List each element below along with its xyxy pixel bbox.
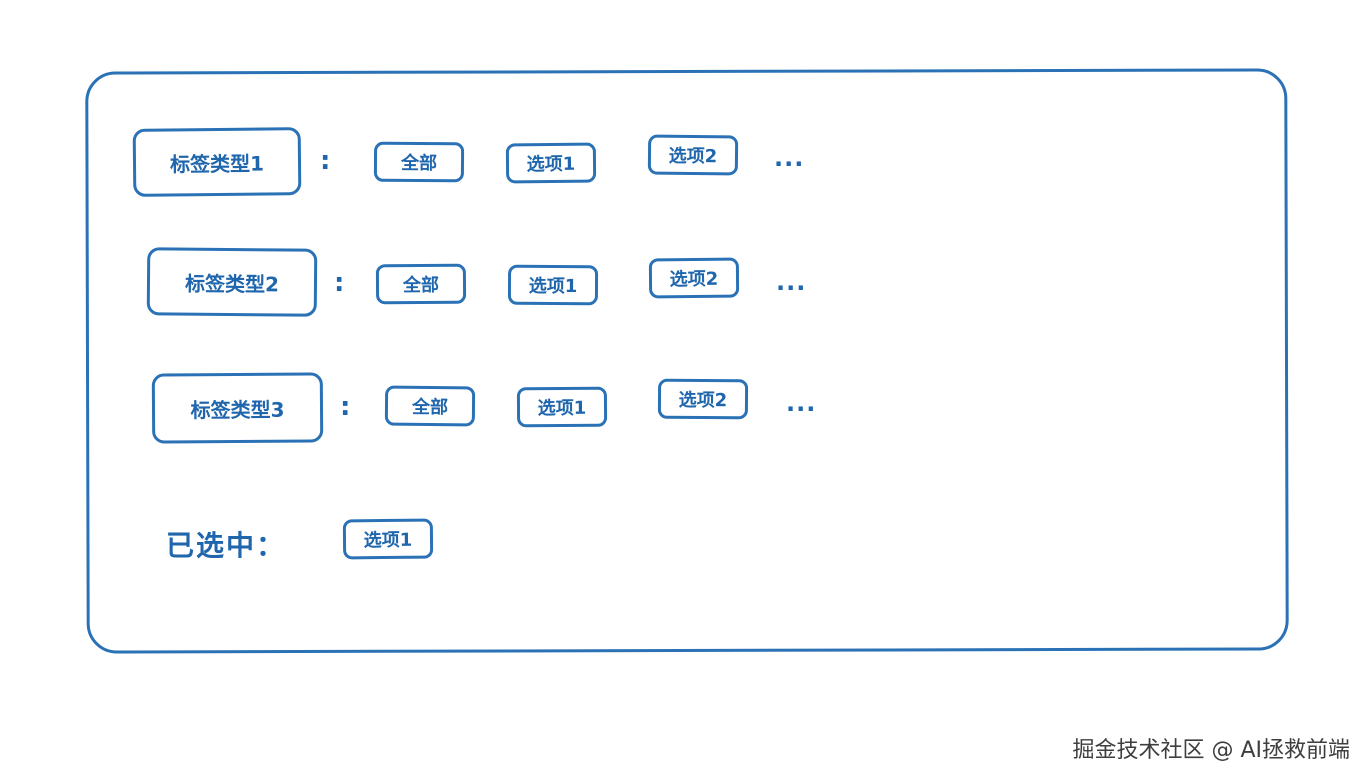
- row-3-tag-option-1[interactable]: 选项1: [516, 386, 608, 428]
- row-1-tag-option-2[interactable]: 选项2: [647, 134, 739, 176]
- row-2-more-indicator[interactable]: ...: [776, 268, 807, 296]
- row-3-colon: :: [340, 392, 351, 422]
- row-1-tag-option-1[interactable]: 选项1: [505, 142, 597, 184]
- row-3-more-indicator[interactable]: ...: [786, 389, 817, 417]
- row-2-tag-option-2[interactable]: 选项2: [648, 257, 740, 299]
- row-1-more-indicator[interactable]: ...: [774, 144, 805, 172]
- tag-type-label-2: 标签类型2: [146, 247, 318, 317]
- tag-type-label-1: 标签类型1: [132, 127, 302, 197]
- row-2-tag-all[interactable]: 全部: [375, 263, 467, 305]
- row-3-tag-all[interactable]: 全部: [384, 385, 476, 427]
- row-1-tag-all[interactable]: 全部: [373, 141, 465, 183]
- tag-type-label-3: 标签类型3: [151, 372, 324, 444]
- selected-label: 已选中：: [166, 529, 287, 562]
- row-2-tag-option-1[interactable]: 选项1: [507, 264, 599, 306]
- row-3-tag-option-2[interactable]: 选项2: [657, 378, 749, 420]
- selected-tag-option-1[interactable]: 选项1: [342, 518, 434, 560]
- row-2-colon: :: [334, 268, 345, 298]
- watermark-text: 掘金技术社区 @ AI拯救前端: [1072, 738, 1350, 763]
- row-1-colon: :: [320, 146, 331, 176]
